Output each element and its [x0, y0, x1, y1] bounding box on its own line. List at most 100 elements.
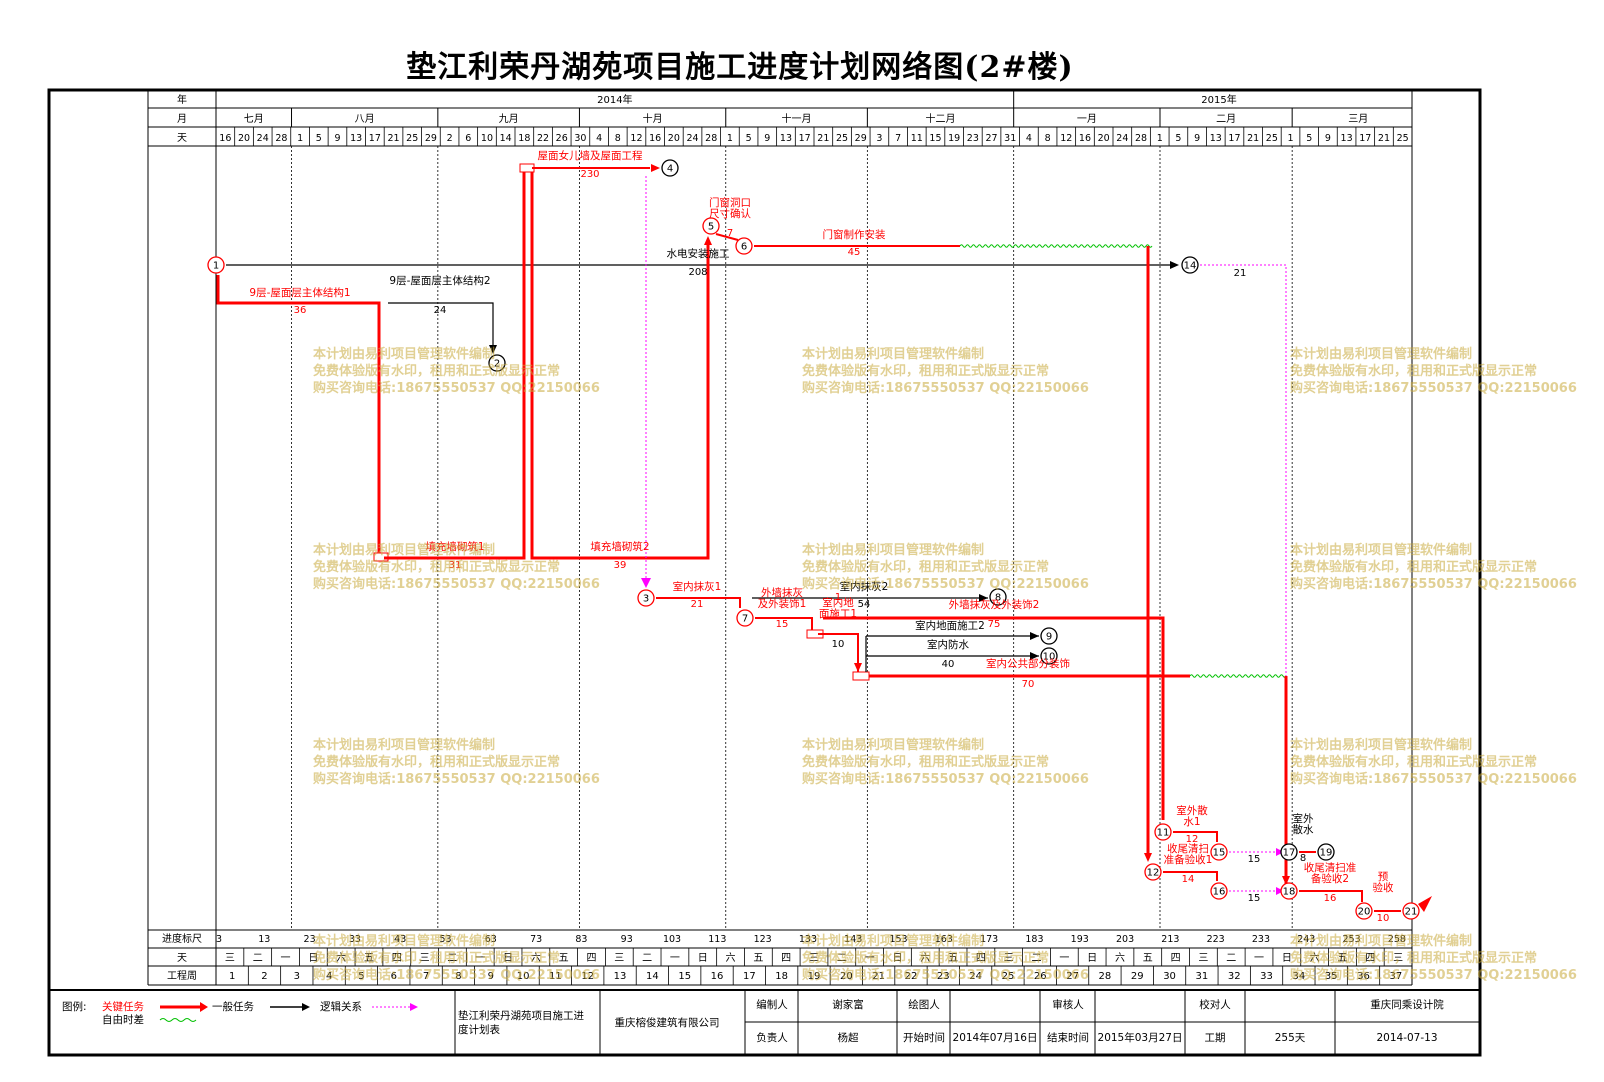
weekday-cell: 四 [976, 953, 986, 964]
node-number: 18 [1283, 887, 1296, 898]
task-name: 外墙抹灰 [761, 586, 803, 599]
weekday-cell: 日 [503, 953, 513, 964]
task-duration: 21 [1234, 268, 1247, 279]
day-label: 24 [1116, 133, 1128, 144]
task-duration: 10 [1377, 913, 1390, 924]
node-circle [1144, 863, 1162, 881]
day-label: 20 [1098, 133, 1110, 144]
week-cell: 32 [1228, 971, 1241, 982]
progress-tick: 258 [1388, 934, 1406, 945]
project-name-cont: 度计划表 [458, 1023, 500, 1036]
week-cell: 35 [1325, 971, 1338, 982]
finish-flag [1418, 896, 1432, 912]
node-9: 9 [1040, 627, 1058, 645]
weekday-cell: 一 [670, 953, 680, 964]
day-label: 28 [275, 133, 287, 144]
week-cell: 31 [1196, 971, 1209, 982]
node-circle [1355, 902, 1373, 920]
day-label: 1 [1288, 133, 1294, 144]
arrow-head [1030, 652, 1039, 660]
node-number: 9 [1046, 632, 1052, 643]
task-name: 屋面女儿墙及屋面工程 [538, 149, 643, 162]
task-name: 室内抹灰2 [840, 580, 889, 593]
task-duration: 1 [835, 592, 841, 603]
progress-tick: 53 [439, 934, 451, 945]
task-duration: 31 [449, 560, 462, 571]
weekday-cell: 六 [1115, 952, 1125, 964]
week-cell: 13 [614, 971, 627, 982]
weekday-cell: 二 [447, 953, 457, 964]
node-number: 19 [1320, 848, 1333, 859]
task-duration: 70 [1022, 679, 1035, 690]
node-number: 3 [643, 594, 649, 605]
node-number: 17 [1283, 848, 1296, 859]
day-label: 8 [1045, 133, 1051, 144]
weekday-cell: 三 [1004, 953, 1014, 964]
node-circle [1210, 882, 1228, 900]
weekday-cell: 三 [225, 953, 235, 964]
legend-general-arrow [302, 1003, 310, 1011]
day-label: 4 [1026, 133, 1032, 144]
arrow-head [1170, 261, 1179, 269]
week-cell: 18 [775, 971, 788, 982]
day-label: 24 [257, 133, 269, 144]
task-name: 室外散 [1176, 804, 1208, 817]
day-row-label: 天 [177, 133, 187, 144]
day-label: 24 [686, 133, 698, 144]
day-label: 9 [764, 133, 770, 144]
week-cell: 26 [1034, 971, 1047, 982]
node-number: 12 [1147, 868, 1160, 879]
week-cell: 1 [229, 971, 235, 982]
activity-arrow [388, 302, 494, 350]
start-date: 2014年07月16日 [953, 1031, 1038, 1044]
node-number: 16 [1213, 887, 1226, 898]
week-cell: 23 [937, 971, 950, 982]
day-label: 9 [1194, 133, 1200, 144]
start-label: 开始时间 [903, 1031, 945, 1044]
free-float-wave [1189, 674, 1287, 678]
task-duration: 21 [691, 599, 704, 610]
weekday-cell: 二 [1032, 953, 1042, 964]
node-number: 21 [1405, 907, 1418, 918]
week-cell: 25 [1002, 971, 1015, 982]
node-number: 15 [1213, 848, 1226, 859]
day-label: 1 [297, 133, 303, 144]
weekday-cell: 日 [892, 953, 902, 964]
outer-frame [47, 88, 1482, 1057]
node-6: 6 [735, 237, 753, 255]
task-name: 室外 [1293, 812, 1315, 825]
node-circle [207, 256, 225, 274]
progress-tick: 83 [575, 934, 587, 945]
critical-activity-arrow [715, 233, 739, 241]
weekday-cell: 一 [1059, 953, 1069, 964]
day-label: 16 [219, 133, 231, 144]
weekday-cell: 一 [865, 953, 875, 964]
day-label: 25 [406, 133, 418, 144]
node-circle [1040, 627, 1058, 645]
day-label: 20 [238, 133, 250, 144]
drafter-label: 绘图人 [908, 998, 940, 1011]
node-circle [1317, 843, 1335, 861]
progress-tick: 123 [754, 934, 772, 945]
node-circle [736, 609, 754, 627]
node-number: 11 [1157, 828, 1170, 839]
task-name: 门窗洞口 [709, 196, 751, 209]
manager-name: 杨超 [838, 1031, 859, 1044]
weekday-cell: 六 [336, 952, 346, 964]
task-duration: 230 [580, 169, 599, 180]
progress-tick: 253 [1343, 934, 1361, 945]
day-label: 31 [1004, 133, 1016, 144]
day-label: 1 [1157, 133, 1163, 144]
legend-float-wave [159, 1018, 197, 1022]
weekday-cell: 二 [1226, 953, 1236, 964]
weekday-cell: 一 [1254, 953, 1264, 964]
node-number: 7 [742, 614, 748, 625]
task-name: 室内公共部分装饰 [986, 657, 1070, 670]
task-duration: 15 [776, 619, 789, 630]
node-16: 16 [1210, 882, 1228, 900]
weekday-row-label: 天 [177, 953, 187, 964]
month-label: 一月 [1077, 113, 1097, 125]
node-circle [1210, 843, 1228, 861]
legend-critical-label: 关键任务 [102, 1000, 144, 1013]
day-label: 10 [481, 133, 493, 144]
